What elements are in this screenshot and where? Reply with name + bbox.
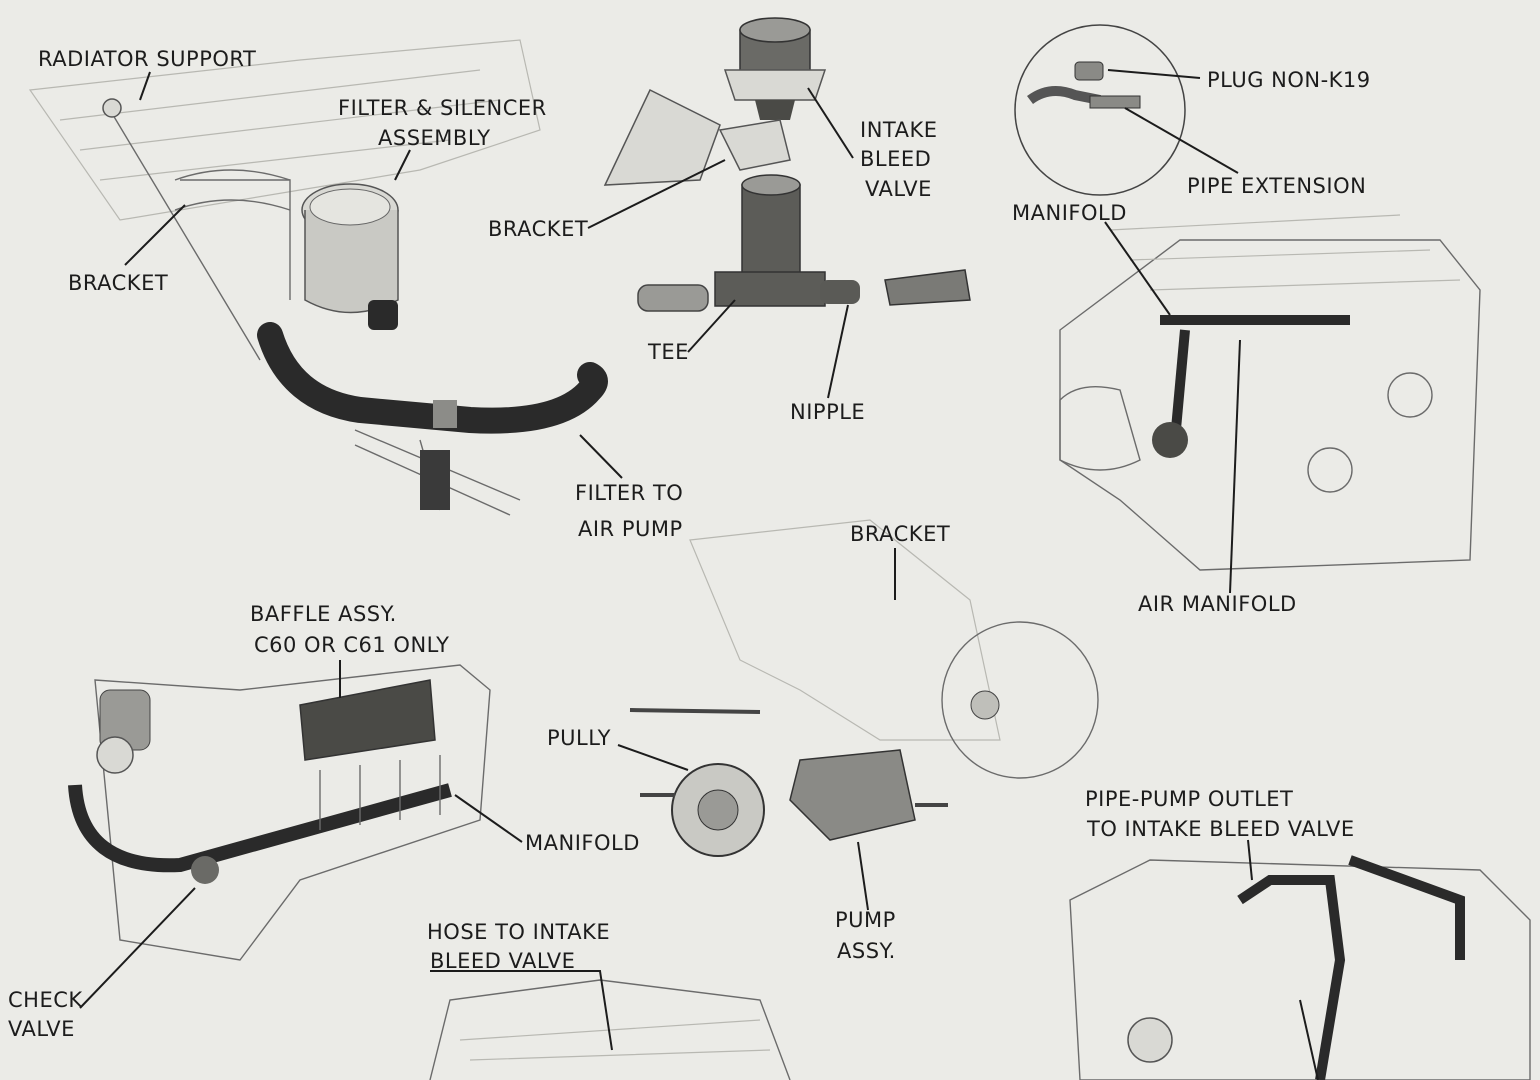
label-pipe-pump-line1: PIPE-PUMP OUTLET — [1085, 787, 1293, 811]
filter-silencer-assembly — [301, 183, 399, 330]
label-intake-bleed-line1: INTAKE — [860, 118, 938, 142]
label-pump-line1: PUMP — [835, 908, 896, 932]
intake-bleed-valve-assembly — [603, 17, 971, 312]
label-filter-silencer-line1: FILTER & SILENCER — [338, 96, 547, 120]
label-radiator-support: RADIATOR SUPPORT — [38, 47, 256, 71]
label-bracket-center: BRACKET — [488, 217, 588, 241]
label-hose-intake-line2: BLEED VALVE — [430, 949, 575, 973]
label-pipe-extension: PIPE EXTENSION — [1187, 174, 1366, 198]
label-filter-to-pump-line2: AIR PUMP — [578, 517, 683, 541]
label-pully: PULLY — [547, 726, 611, 750]
label-bracket-left: BRACKET — [68, 271, 168, 295]
label-tee: TEE — [647, 340, 689, 364]
label-check-valve-line1: CHECK — [8, 988, 83, 1012]
label-baffle-line1: BAFFLE ASSY. — [250, 602, 397, 626]
engine-sketch-top-left — [28, 39, 541, 361]
engine-sketch-top-right — [1014, 24, 1481, 571]
label-check-valve-line2: VALVE — [8, 1017, 75, 1041]
engine-sketch-lower-left — [68, 664, 491, 961]
label-filter-silencer-line2: ASSEMBLY — [378, 126, 491, 150]
label-bracket-lower: BRACKET — [850, 522, 950, 546]
label-pump-line2: ASSY. — [837, 939, 896, 963]
label-pipe-pump-line2: TO INTAKE BLEED VALVE — [1086, 817, 1355, 841]
label-intake-bleed-line2: BLEED — [860, 147, 931, 171]
label-filter-to-pump-line1: FILTER TO — [575, 481, 683, 505]
label-manifold-left: MANIFOLD — [525, 831, 640, 855]
label-baffle-line2: C60 OR C61 ONLY — [254, 633, 449, 657]
label-intake-bleed-line3: VALVE — [865, 177, 932, 201]
engine-sketch-lower-center — [629, 519, 1099, 857]
label-plug: PLUG NON-K19 — [1207, 68, 1371, 92]
filter-to-pump-hose — [257, 322, 608, 516]
label-manifold-right: MANIFOLD — [1012, 201, 1127, 225]
engine-sketch-bottom — [429, 855, 1531, 1080]
label-nipple: NIPPLE — [790, 400, 865, 424]
leader-lines — [79, 69, 1319, 1080]
callout-labels: RADIATOR SUPPORT FILTER & SILENCER ASSEM… — [8, 47, 1371, 1041]
label-hose-intake-line1: HOSE TO INTAKE — [427, 920, 610, 944]
label-air-manifold: AIR MANIFOLD — [1138, 592, 1297, 616]
